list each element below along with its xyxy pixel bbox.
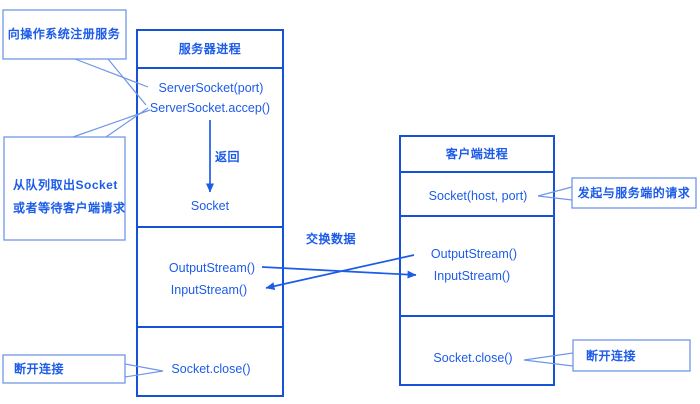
callout-register-label: 向操作系统注册服务 xyxy=(7,27,121,41)
server-close-label: Socket.close() xyxy=(171,361,251,376)
return-label: 返回 xyxy=(215,150,241,164)
callout-disconnect-server-label: 断开连接 xyxy=(14,362,65,376)
client-output-to-server-input-arrow xyxy=(265,254,415,291)
callout-disconnect-client-label: 断开连接 xyxy=(586,349,637,363)
callout-disconnect-client-box xyxy=(572,339,691,372)
client-process-box xyxy=(399,135,555,386)
callout-queue-box xyxy=(3,136,126,241)
client-output-stream-label: OutputStream() xyxy=(430,246,518,261)
callout-register-box xyxy=(2,9,127,60)
callout-request-label: 发起与服务端的请求 xyxy=(577,186,691,200)
callout-pointer-lines xyxy=(72,58,574,378)
callout-request-box xyxy=(571,177,697,209)
server-process-title: 服务器进程 xyxy=(178,42,242,56)
server-process-box xyxy=(136,29,284,397)
server-accept-label: ServerSocket.accep() xyxy=(149,100,271,115)
callout-queue-label-line2: 或者等待客户端请求 xyxy=(13,201,126,215)
client-process-title: 客户端进程 xyxy=(445,147,509,161)
server-socket-result-label: Socket xyxy=(190,198,230,213)
exchange-data-label: 交换数据 xyxy=(305,232,357,246)
client-input-stream-label: InputStream() xyxy=(433,268,511,283)
server-socket-ctor-label: ServerSocket(port) xyxy=(158,80,264,95)
server-input-stream-label: InputStream() xyxy=(170,282,248,297)
callout-disconnect-server-box xyxy=(2,354,126,384)
client-socket-ctor-label: Socket(host, port) xyxy=(428,188,528,203)
server-output-stream-label: OutputStream() xyxy=(168,260,256,275)
callout-queue-label-line1: 从队列取出Socket xyxy=(13,178,118,192)
client-close-label: Socket.close() xyxy=(433,350,513,365)
